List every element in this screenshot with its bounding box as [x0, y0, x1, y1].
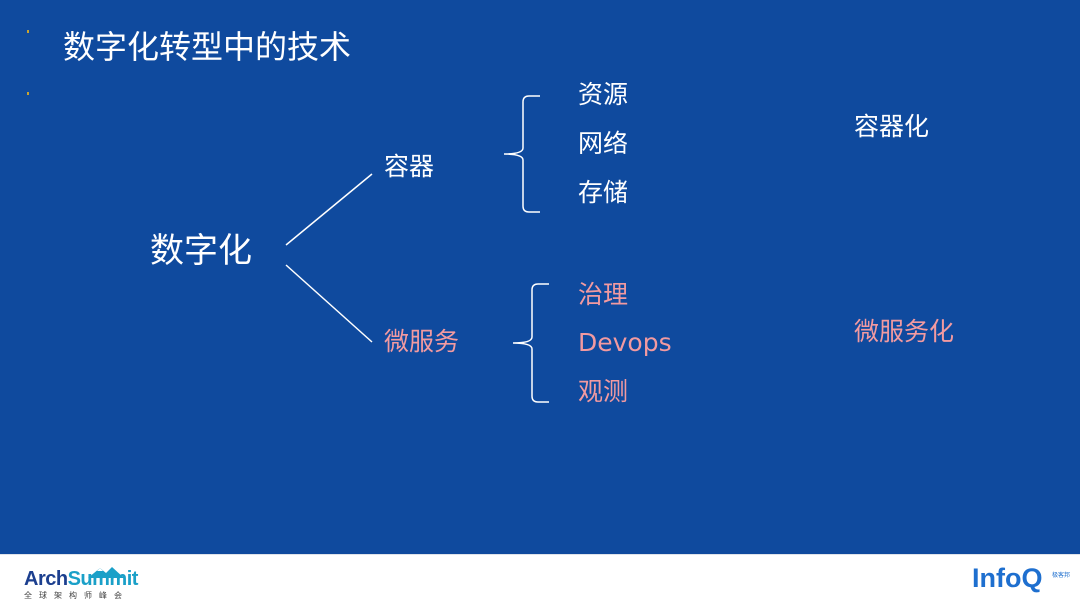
infoq-logo: InfoQ — [972, 563, 1043, 593]
connector-root-container — [285, 173, 373, 246]
slide: 数字化转型中的技术 数字化 容器 微服务 资源 网络 存储 治理 Devops … — [0, 0, 1080, 554]
tree-connectors — [285, 95, 549, 403]
summary-containerization: 容器化 — [854, 112, 930, 141]
leaf-resource: 资源 — [578, 80, 629, 109]
archsummit-logo-subtitle: 全球架构师峰会 — [24, 591, 129, 600]
summary-microservitization: 微服务化 — [854, 317, 955, 346]
branch-container: 容器 — [384, 152, 435, 181]
mountain-icon — [88, 567, 124, 578]
edge-marker — [27, 30, 29, 33]
brace-microservice — [512, 283, 549, 403]
archsummit-logo: ArchSummit 全球架构师峰会 — [24, 567, 139, 600]
root-node: 数字化 — [150, 231, 252, 271]
edge-marker — [27, 92, 29, 95]
connector-root-microservice — [285, 264, 373, 343]
archsummit-logo-summit: Summit — [67, 568, 139, 590]
footer: ArchSummit 全球架构师峰会 — [0, 554, 1080, 608]
slide-title: 数字化转型中的技术 — [63, 28, 352, 66]
leaf-governance: 治理 — [578, 280, 629, 309]
infoq-logo-superscript: 极客邦 — [1052, 572, 1071, 579]
archsummit-logo-arch: Arch — [24, 568, 68, 590]
branch-microservice: 微服务 — [384, 327, 460, 356]
leaf-observability: 观测 — [578, 377, 629, 406]
leaf-devops: Devops — [578, 328, 672, 357]
leaf-storage: 存储 — [578, 178, 629, 207]
brace-container — [503, 95, 540, 213]
leaf-network: 网络 — [578, 129, 629, 158]
